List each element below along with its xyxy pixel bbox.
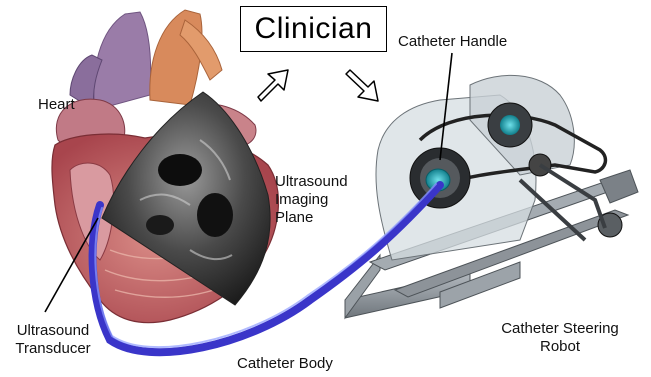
ultrasound-chamber-3 — [146, 215, 174, 235]
ultrasound-transducer-line-1: Ultrasound — [8, 322, 98, 340]
ultrasound-transducer-line-2: Transducer — [8, 340, 98, 358]
catheter-steering-robot-label: Catheter Steering Robot — [480, 320, 640, 356]
arrow-up-right-icon — [258, 70, 288, 101]
ultrasound-chamber-2 — [197, 193, 233, 237]
pulmonary-vessel — [94, 12, 151, 110]
catheter-steering-robot-line-2: Robot — [480, 338, 640, 356]
ultrasound-imaging-plane-line-2: Imaging — [275, 191, 348, 209]
clinician-label: Clinician — [255, 12, 373, 46]
ultrasound-imaging-plane-label: Ultrasound Imaging Plane — [275, 173, 348, 227]
ultrasound-imaging-plane-line-3: Plane — [275, 209, 348, 227]
catheter-steering-robot-line-1: Catheter Steering — [480, 320, 640, 338]
ultrasound-imaging-plane-line-1: Ultrasound — [275, 173, 348, 191]
robot-rail-end — [600, 170, 638, 203]
aorta-vessel — [150, 10, 202, 105]
arrow-down-right-icon — [346, 70, 378, 101]
catheter-body-label: Catheter Body — [237, 355, 333, 373]
arrow-from-clinician — [346, 70, 378, 101]
heart-label: Heart — [38, 96, 75, 114]
pulley-rear-hub — [500, 115, 520, 135]
catheter-handle-label: Catheter Handle — [398, 33, 507, 51]
ultrasound-chamber-1 — [158, 154, 202, 186]
clinician-box: Clinician — [240, 6, 387, 52]
arrow-to-clinician — [258, 70, 288, 101]
catheter-steering-robot — [345, 75, 638, 318]
ultrasound-transducer-label: Ultrasound Transducer — [8, 322, 98, 358]
